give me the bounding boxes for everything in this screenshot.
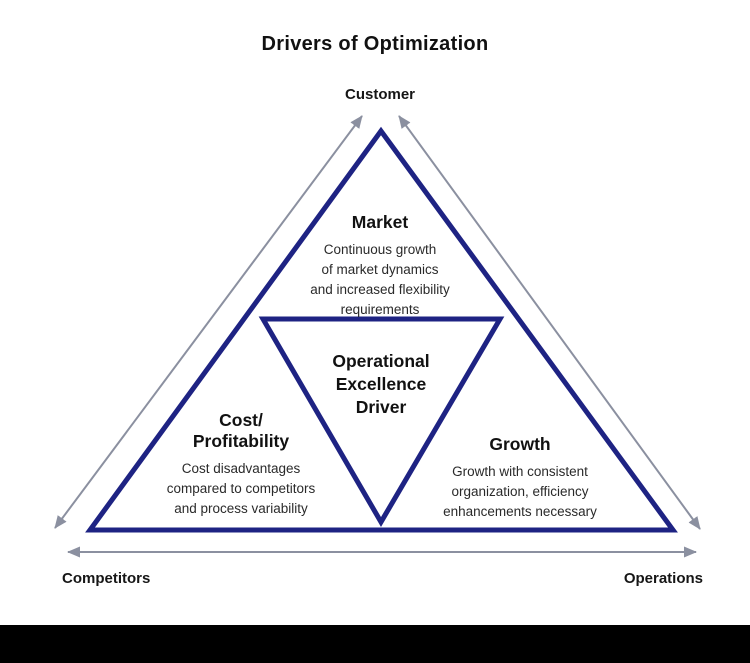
section-cost-profitability: Cost/ Profitability Cost disadvantages c… xyxy=(126,410,356,519)
vertex-label-competitors: Competitors xyxy=(62,570,151,587)
bottom-black-band xyxy=(0,625,750,663)
center-label-operational-excellence-driver: Operational Excellence Driver xyxy=(332,351,430,417)
vertex-label-customer: Customer xyxy=(344,86,416,103)
section-cost-heading: Cost/ Profitability xyxy=(192,410,290,451)
section-cost-body: Cost disadvantages compared to competito… xyxy=(166,461,316,516)
vertex-label-operations: Operations xyxy=(623,570,703,587)
section-market: Market Continuous growth of market dynam… xyxy=(240,212,520,320)
right-edge-double-arrow xyxy=(398,115,701,530)
section-growth-heading: Growth xyxy=(489,434,551,454)
section-market-heading: Market xyxy=(351,212,409,232)
section-growth-body: Growth with consistent organization, eff… xyxy=(443,464,597,519)
section-market-body: Continuous growth of market dynamics and… xyxy=(310,242,450,317)
left-edge-double-arrow xyxy=(54,115,363,529)
page-title: Drivers of Optimization xyxy=(261,33,489,55)
section-growth: Growth Growth with consistent organizati… xyxy=(400,434,640,522)
